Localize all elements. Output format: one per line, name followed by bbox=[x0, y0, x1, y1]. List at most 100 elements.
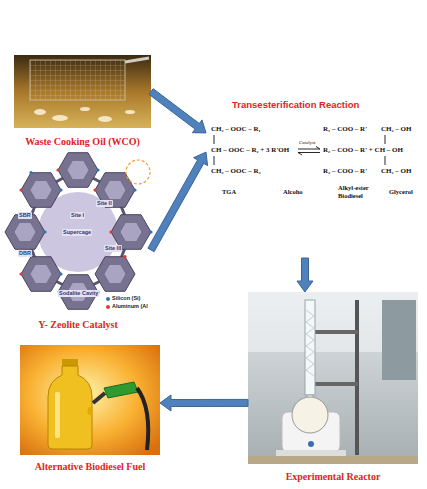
illustration-shape bbox=[67, 161, 89, 180]
illustration-shape bbox=[214, 135, 215, 144]
illustration-shape bbox=[48, 366, 92, 449]
structure-label: Site II bbox=[96, 200, 113, 207]
illustration-shape bbox=[21, 173, 61, 208]
illustration-shape bbox=[96, 168, 99, 171]
illustration-shape bbox=[95, 173, 135, 208]
structure-label: Site III bbox=[104, 245, 122, 252]
formula-text: CH₂ – OOC – R₁ bbox=[211, 125, 261, 133]
legend-text: Silicon (Si) bbox=[112, 295, 140, 301]
illustration-shape bbox=[80, 107, 90, 111]
reaction-panel: Transesterification Reaction bbox=[206, 96, 425, 258]
illustration-shape bbox=[308, 441, 314, 447]
illustration-shape bbox=[104, 265, 126, 284]
illustration-shape bbox=[29, 168, 152, 293]
illustration-shape bbox=[34, 109, 46, 115]
illustration-shape bbox=[312, 330, 358, 334]
legend-text: Aluminum (Al bbox=[112, 303, 148, 309]
compound-name: Glycerol bbox=[389, 188, 413, 196]
panel-caption: Waste Cooking Oil (WCO) bbox=[25, 136, 140, 148]
illustration-shape bbox=[30, 181, 52, 200]
biodiesel-picture bbox=[20, 345, 160, 455]
illustration-shape bbox=[355, 300, 359, 455]
photo-panel: Experimental Reactor bbox=[248, 292, 418, 464]
illustration-shape bbox=[14, 161, 142, 302]
illustration-shape bbox=[298, 147, 320, 150]
illustration-shape bbox=[14, 223, 36, 242]
formula-text: CH₂ – OOC – R₃ bbox=[211, 167, 261, 175]
illustration-shape bbox=[95, 257, 135, 292]
illustration-shape bbox=[62, 359, 78, 366]
block-arrow bbox=[160, 395, 248, 411]
structure-label: SBR bbox=[18, 212, 32, 219]
illustration-shape bbox=[276, 450, 346, 456]
illustration-shape bbox=[104, 382, 138, 398]
legend-row: Aluminum (Al bbox=[106, 303, 148, 310]
waste-oil-photo bbox=[14, 55, 151, 128]
illustration-shape bbox=[98, 116, 112, 122]
illustration-shape bbox=[123, 255, 126, 258]
illustration-shape bbox=[298, 153, 320, 156]
catalyst-label: Catalyst bbox=[299, 140, 315, 146]
block-arrow bbox=[148, 152, 208, 252]
legend-row: Silicon (Si) bbox=[106, 295, 140, 302]
illustration-shape bbox=[133, 188, 136, 191]
illustration-shape bbox=[52, 115, 68, 121]
structure-label: Site I bbox=[70, 212, 85, 219]
photo-panel: Waste Cooking Oil (WCO) bbox=[14, 55, 151, 128]
illustration-shape bbox=[149, 230, 152, 233]
illustration-shape bbox=[88, 407, 93, 415]
formula-text: CH₂ – OH bbox=[381, 125, 412, 133]
illustration-shape bbox=[19, 272, 22, 275]
formula-text: R₁ – COO – R' bbox=[323, 125, 367, 133]
illustration-shape bbox=[306, 310, 314, 376]
illustration-shape bbox=[93, 188, 96, 191]
illustration-shape bbox=[59, 188, 62, 191]
illustration-shape bbox=[292, 397, 328, 433]
structure-label: Sodalite Cavity bbox=[58, 290, 99, 297]
illustration-shape bbox=[55, 392, 60, 438]
block-arrow bbox=[149, 89, 206, 133]
illustration-shape bbox=[125, 110, 135, 114]
illustration-shape bbox=[43, 230, 46, 233]
illustration-shape bbox=[305, 300, 315, 395]
illustration-shape bbox=[30, 60, 125, 100]
illustration-shape bbox=[5, 153, 151, 310]
illustration-shape bbox=[382, 300, 416, 380]
illustration-shape bbox=[126, 160, 150, 184]
illustration-shape bbox=[59, 272, 62, 275]
illustration-shape bbox=[30, 265, 52, 284]
illustration-shape bbox=[104, 181, 126, 200]
illustration-shape bbox=[214, 156, 215, 165]
panel-caption: Transesterification Reaction bbox=[232, 99, 359, 110]
illustration-shape bbox=[19, 188, 22, 191]
photo-panel: Alternative Biodiesel Fuel bbox=[20, 345, 160, 455]
compound-name: Alkyl-ester Biodiesel bbox=[338, 184, 378, 199]
reactor-photo bbox=[248, 292, 418, 464]
structure-label: DBR bbox=[18, 250, 32, 257]
illustration-shape bbox=[385, 156, 386, 165]
illustration-shape bbox=[125, 58, 149, 62]
compound-name: Alcoho bbox=[283, 188, 303, 196]
panel-caption: Y- Zeolite Catalyst bbox=[38, 319, 118, 331]
panel-caption: Experimental Reactor bbox=[286, 471, 381, 483]
illustration-shape bbox=[14, 55, 151, 128]
illustration-shape bbox=[248, 292, 418, 464]
panel-caption: Alternative Biodiesel Fuel bbox=[35, 461, 146, 473]
illustration-shape bbox=[56, 168, 59, 171]
illustration-shape bbox=[58, 153, 98, 188]
formula-text: R₂ – COO – R' + CH – OH bbox=[323, 146, 403, 154]
compound-name: TGA bbox=[222, 188, 236, 196]
formula-text: CH₂ – OH bbox=[381, 167, 412, 175]
illustration-shape bbox=[19, 168, 126, 275]
formula-text: R₃ – COO – R' bbox=[323, 167, 367, 175]
illustration-shape bbox=[21, 257, 61, 292]
block-arrow bbox=[297, 258, 313, 292]
illustration-shape bbox=[312, 382, 358, 386]
illustration-shape bbox=[109, 230, 112, 233]
formula-text: CH – OOC – R₂ + 3 R'OH bbox=[211, 146, 289, 154]
illustration-shape bbox=[120, 223, 142, 242]
